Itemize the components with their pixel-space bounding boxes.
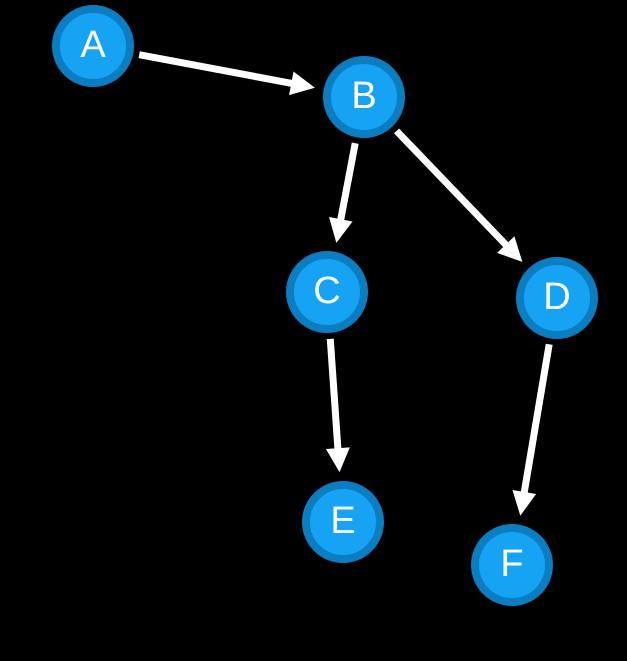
edge-line-B-D[interactable] xyxy=(394,128,510,249)
node-label: E xyxy=(330,500,356,542)
edge-line-B-C[interactable] xyxy=(336,142,359,222)
edge-line-A-B[interactable] xyxy=(138,51,294,88)
node-B[interactable]: B xyxy=(323,56,405,138)
node-label: B xyxy=(351,75,377,117)
node-label: D xyxy=(543,276,571,318)
node-label: F xyxy=(500,543,524,585)
node-label: A xyxy=(80,24,106,66)
node-F[interactable]: F xyxy=(471,524,553,606)
edge-line-C-E[interactable] xyxy=(326,338,342,451)
node-A[interactable]: A xyxy=(52,5,134,87)
node-label: C xyxy=(313,270,341,312)
node-E[interactable]: E xyxy=(302,481,384,563)
node-D[interactable]: D xyxy=(516,257,598,339)
edge-line-D-F[interactable] xyxy=(520,343,553,495)
edge-arrowhead-C-E[interactable] xyxy=(325,447,350,473)
node-C[interactable]: C xyxy=(286,251,368,333)
